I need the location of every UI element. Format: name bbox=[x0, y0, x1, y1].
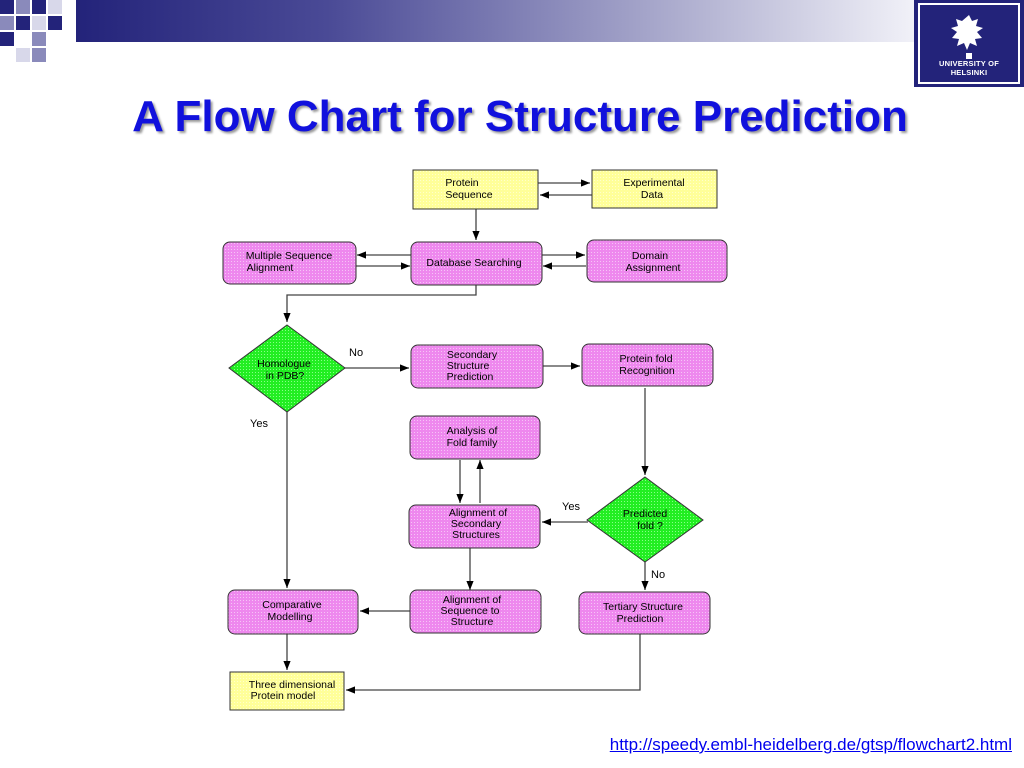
node-protein-sequence: Protein Sequence bbox=[412, 169, 539, 210]
node-alignment-of-sequence-to-structure: Alignment of Sequence to Structure bbox=[409, 589, 542, 634]
svg-text:Multiple Sequence: Multiple Sequence bbox=[246, 250, 333, 262]
node-homologue-in-pdb: Homologue in PDB? bbox=[228, 324, 346, 413]
node-multiple-sequence-alignment: Multiple Sequence Alignment bbox=[222, 241, 357, 285]
svg-text:Domain: Domain bbox=[632, 250, 668, 262]
svg-text:Protein: Protein bbox=[445, 177, 478, 189]
corner-square bbox=[32, 16, 46, 30]
node-protein-fold-recognition: Protein fold Recognition bbox=[581, 343, 714, 387]
corner-square bbox=[48, 16, 62, 30]
university-logo: UNIVERSITY OF HELSINKI bbox=[914, 0, 1024, 87]
node-analysis-of-fold-family: Analysis of Fold family bbox=[409, 415, 541, 460]
svg-text:Predicted: Predicted bbox=[623, 508, 668, 520]
node-domain-assignment: Domain Assignment bbox=[586, 239, 728, 283]
corner-square bbox=[16, 48, 30, 62]
corner-square bbox=[0, 32, 14, 46]
corner-square bbox=[32, 0, 46, 14]
svg-text:Protein fold: Protein fold bbox=[619, 353, 672, 365]
node-three-dimensional-protein-model: Three dimensional Protein model bbox=[229, 671, 345, 711]
svg-text:Three dimensional: Three dimensional bbox=[249, 679, 335, 691]
edge-label-no: No bbox=[651, 569, 665, 581]
edge-label-yes: Yes bbox=[250, 418, 268, 430]
svg-text:Secondary: Secondary bbox=[451, 518, 502, 530]
svg-text:Experimental: Experimental bbox=[623, 177, 684, 189]
svg-text:Database Searching: Database Searching bbox=[426, 257, 521, 269]
svg-text:Prediction: Prediction bbox=[447, 371, 494, 383]
svg-text:Secondary: Secondary bbox=[447, 349, 498, 361]
svg-text:in PDB?: in PDB? bbox=[266, 370, 305, 382]
node-experimental-data: Experimental Data bbox=[591, 169, 718, 209]
edge-label-yes: Yes bbox=[562, 501, 580, 513]
node-secondary-structure-prediction: Secondary Structure Prediction bbox=[410, 344, 544, 389]
svg-text:Homologue: Homologue bbox=[257, 358, 311, 370]
corner-square bbox=[32, 32, 46, 46]
logo-frame: UNIVERSITY OF HELSINKI bbox=[918, 3, 1020, 84]
node-comparative-modelling: Comparative Modelling bbox=[227, 589, 359, 635]
svg-text:Recognition: Recognition bbox=[619, 365, 675, 377]
svg-text:Modelling: Modelling bbox=[268, 611, 313, 623]
svg-text:Structure: Structure bbox=[451, 616, 494, 628]
svg-text:Fold family: Fold family bbox=[447, 437, 499, 449]
node-predicted-fold: Predicted fold ? bbox=[586, 476, 704, 563]
corner-square bbox=[16, 0, 30, 14]
svg-text:Sequence: Sequence bbox=[445, 189, 492, 201]
svg-text:Alignment of: Alignment of bbox=[443, 594, 501, 606]
logo-text: UNIVERSITY OF HELSINKI bbox=[939, 59, 999, 77]
corner-square bbox=[0, 16, 14, 30]
node-alignment-of-secondary-structures: Alignment of Secondary Structures bbox=[408, 504, 541, 549]
svg-text:Prediction: Prediction bbox=[617, 613, 664, 625]
svg-text:Comparative: Comparative bbox=[262, 599, 322, 611]
svg-text:Sequence to: Sequence to bbox=[441, 605, 500, 617]
node-database-searching: Database Searching bbox=[410, 241, 543, 286]
corner-square bbox=[16, 16, 30, 30]
svg-text:Protein model: Protein model bbox=[251, 690, 316, 702]
edge-label-no: No bbox=[349, 347, 363, 359]
svg-text:Tertiary Structure: Tertiary Structure bbox=[603, 601, 683, 613]
svg-text:Analysis of: Analysis of bbox=[447, 425, 498, 437]
svg-text:Structures: Structures bbox=[452, 529, 500, 541]
node-tertiary-structure-prediction: Tertiary Structure Prediction bbox=[578, 591, 711, 635]
edge-tertiary-structure-prediction-to-three-dimensional-protein-model bbox=[346, 634, 641, 694]
svg-text:Data: Data bbox=[641, 189, 663, 201]
seal-icon bbox=[951, 15, 983, 59]
svg-text:Assignment: Assignment bbox=[626, 262, 681, 274]
svg-text:Alignment: Alignment bbox=[247, 262, 294, 274]
source-link[interactable]: http://speedy.embl-heidelberg.de/gtsp/fl… bbox=[609, 735, 1012, 754]
svg-text:Structure: Structure bbox=[447, 360, 490, 372]
svg-text:fold ?: fold ? bbox=[637, 520, 663, 532]
svg-text:Alignment of: Alignment of bbox=[449, 507, 507, 519]
corner-square bbox=[32, 48, 46, 62]
slide-title: A Flow Chart for Structure Prediction bbox=[132, 92, 908, 141]
edge-database-searching-to-homologue-in-pdb bbox=[283, 285, 477, 322]
corner-square bbox=[0, 0, 14, 14]
corner-square bbox=[48, 0, 62, 14]
header-gradient-bar bbox=[76, 0, 914, 42]
